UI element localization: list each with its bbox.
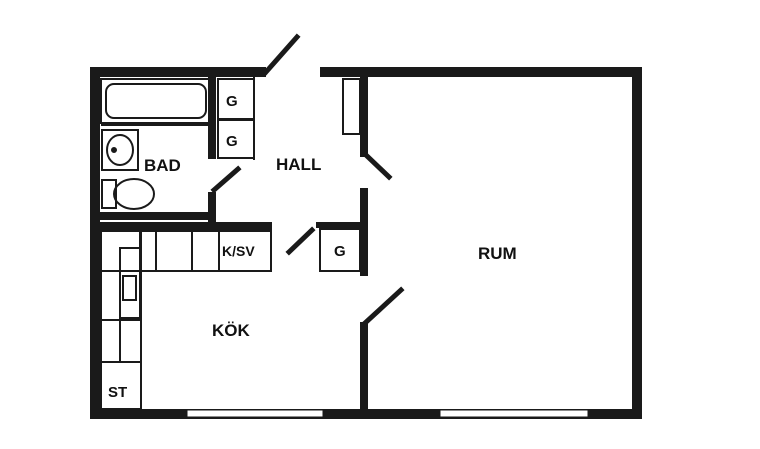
room-label-hall: HALL: [276, 155, 321, 174]
sink-drain: [111, 147, 117, 153]
closet-g3-box: [319, 228, 361, 272]
wall-closet-top: [316, 222, 368, 228]
closet-label-ksv: K/SV: [222, 243, 255, 259]
fixtures: [100, 77, 361, 410]
toilet-bowl: [113, 178, 155, 210]
toilet-tank: [101, 179, 117, 209]
closet-label-st: ST: [108, 384, 127, 401]
door-room-kitchen: [360, 286, 405, 328]
sink-basin: [106, 134, 134, 166]
wall-room-left-upper: [360, 77, 368, 157]
wall-room-left-lower: [360, 322, 368, 410]
door-entrance: [262, 33, 301, 76]
wall-right: [632, 67, 642, 419]
shaft: [342, 78, 361, 135]
wall-kitchen-top: [90, 222, 272, 230]
room-label-rum: RUM: [478, 244, 517, 263]
door-room-hall: [362, 151, 393, 181]
bathtub: [100, 78, 212, 124]
doors: [210, 33, 405, 328]
closet-label-g2: G: [226, 133, 238, 150]
wall-room-left-mid: [360, 188, 368, 276]
closet-label-g3: G: [334, 243, 346, 260]
wall-top-right: [320, 67, 642, 77]
wall-top-left: [90, 67, 266, 77]
bathtub-inner: [105, 83, 207, 119]
room-label-bad: BAD: [144, 156, 181, 175]
wall-bath-bottom: [90, 212, 212, 220]
windows: [186, 409, 589, 418]
stove: [119, 247, 141, 319]
outer-walls: [90, 67, 642, 419]
door-bathroom: [210, 165, 242, 194]
window-room: [439, 409, 589, 418]
wall-left: [90, 67, 100, 419]
stove-burner-1: [122, 275, 137, 301]
sink: [101, 129, 139, 171]
door-kitchen: [285, 226, 316, 256]
room-label-kok: KÖK: [212, 321, 251, 340]
wall-bath-right-lower: [208, 192, 216, 222]
labels: BAD HALL RUM KÖK G G G K/SV ST: [108, 93, 517, 401]
closet-label-g1: G: [226, 93, 238, 110]
window-kitchen: [186, 409, 324, 418]
wall-bottom: [90, 409, 642, 419]
